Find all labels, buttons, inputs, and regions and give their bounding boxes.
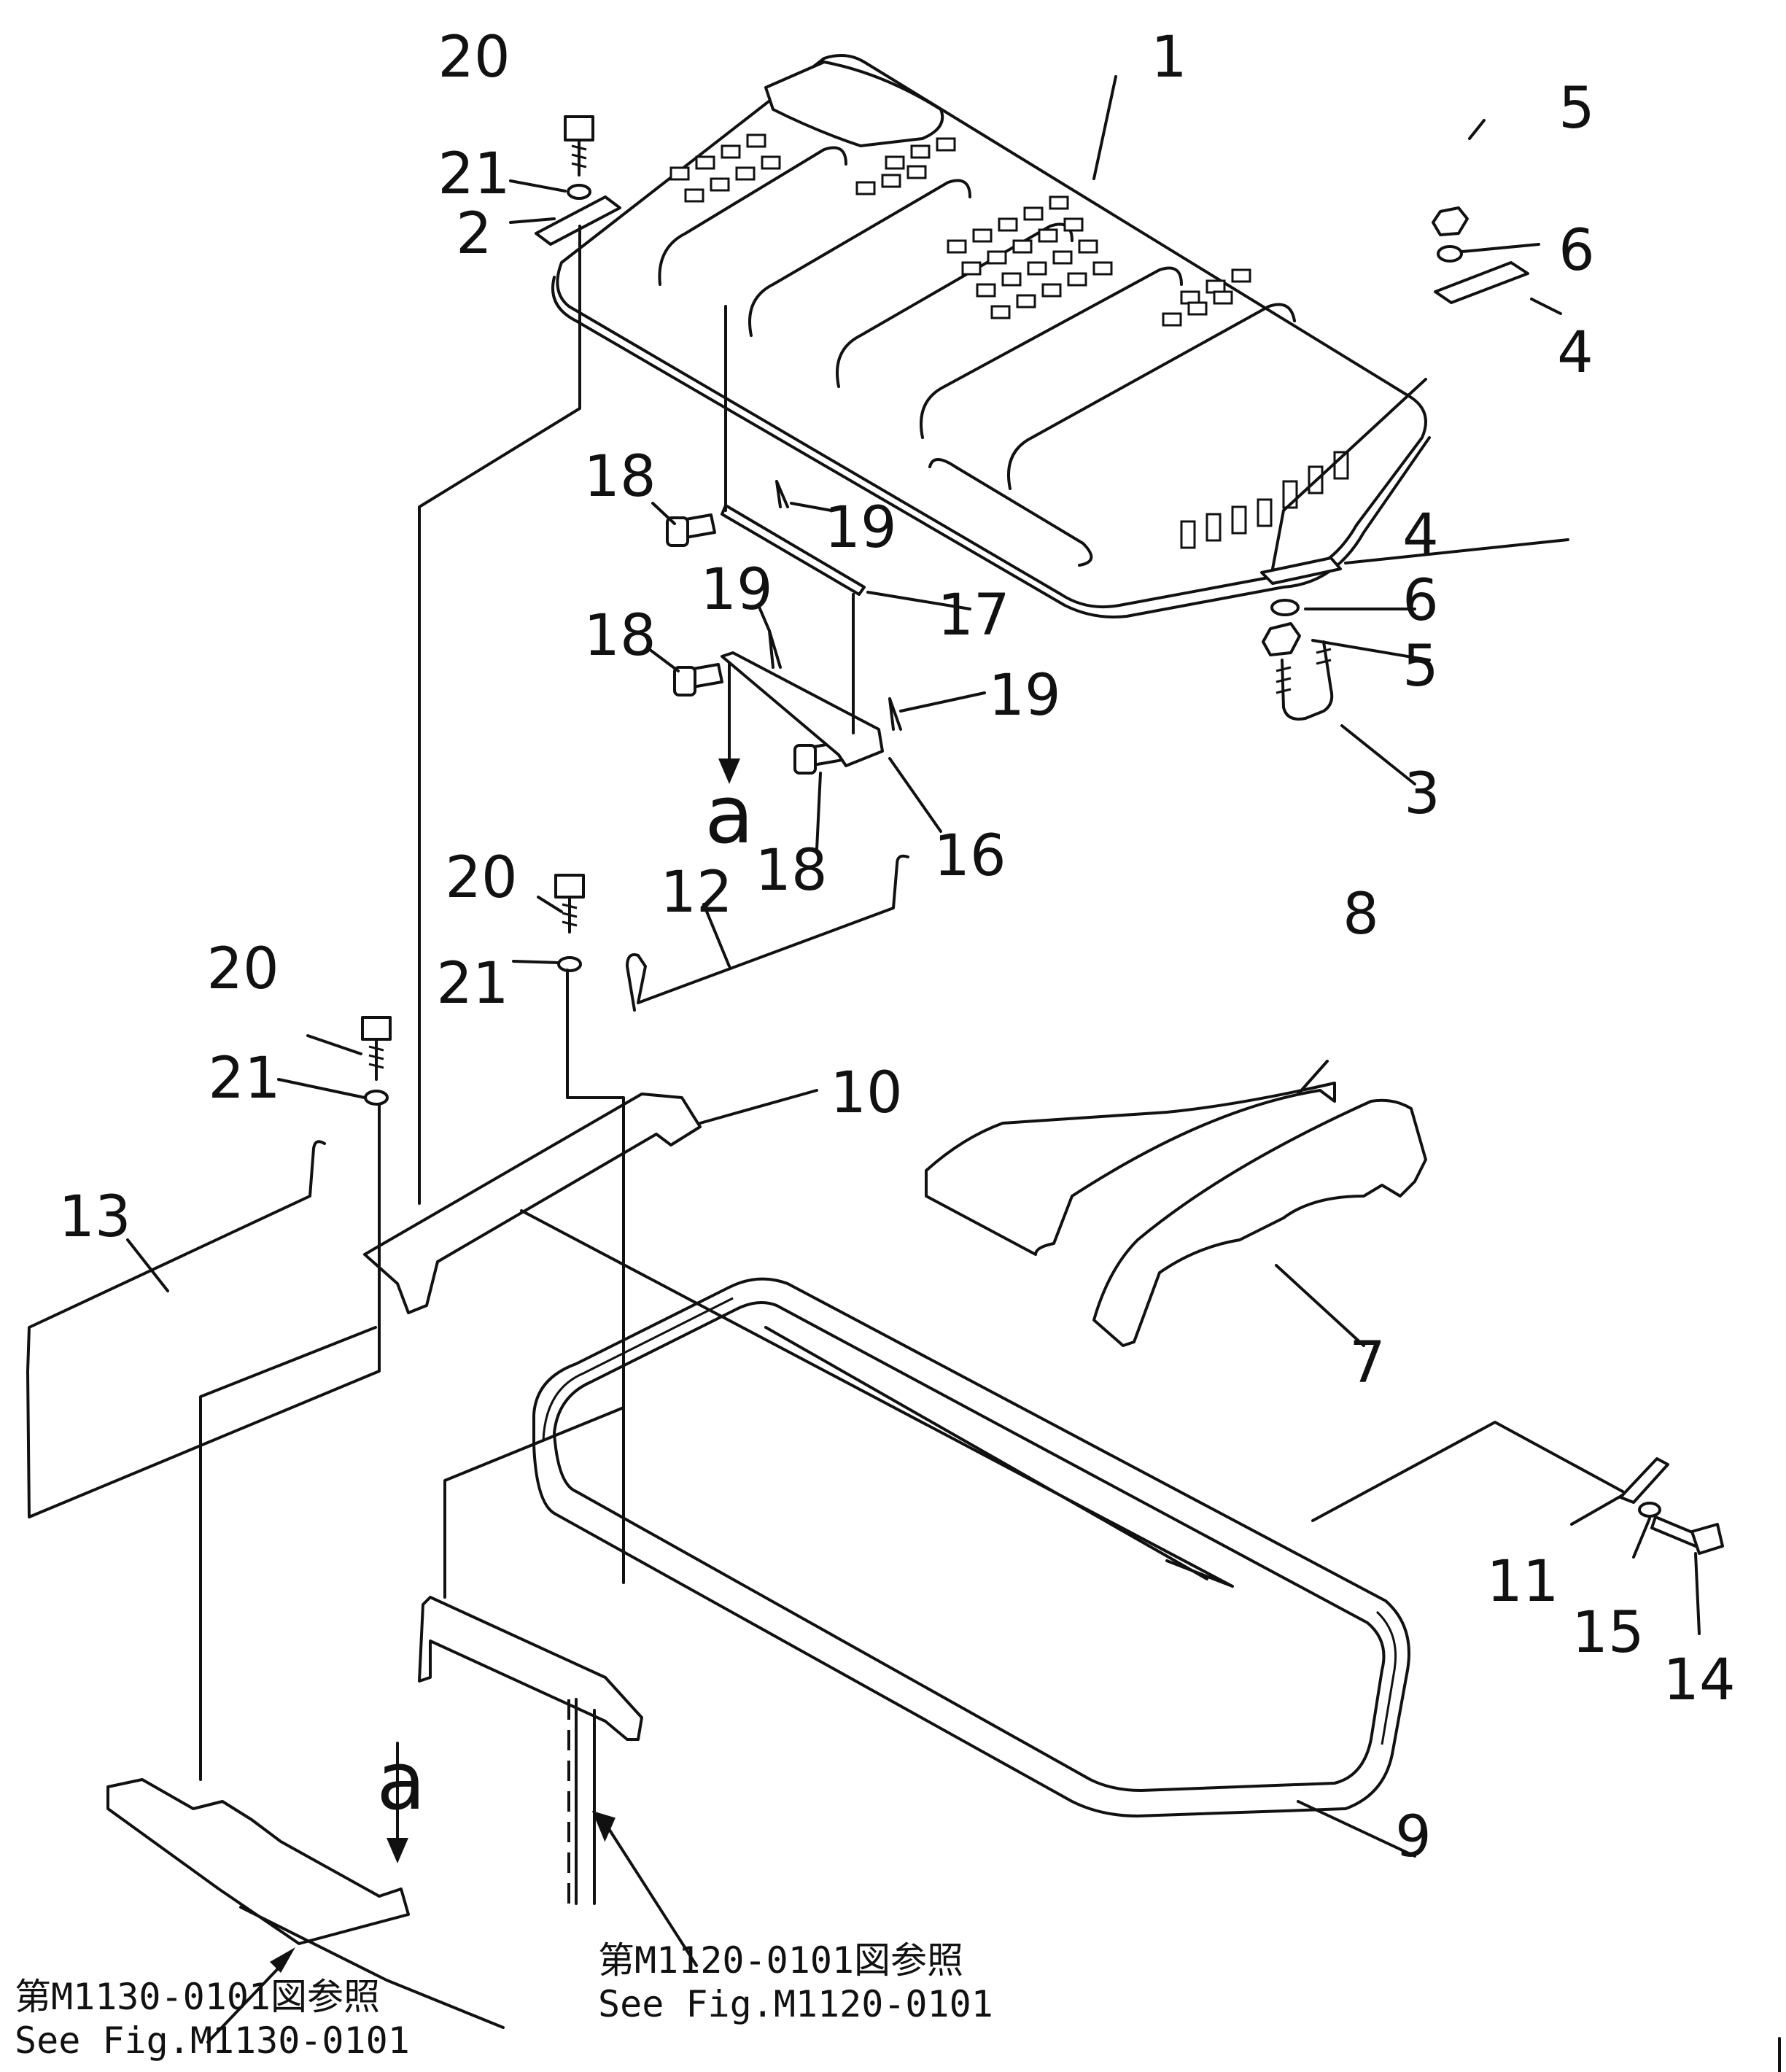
leader-lines [26,75,1701,1904]
callout-21-mid: 21 [436,951,508,1017]
callout-18-bottom: 18 [755,838,827,904]
callout-9: 9 [1395,1804,1432,1870]
callout-2: 2 [456,201,492,267]
callout-10: 10 [830,1060,902,1126]
callout-4-top: 4 [1557,320,1593,386]
callout-4-bottom: 4 [1402,503,1439,568]
callout-13: 13 [58,1184,131,1250]
callout-21-left: 21 [208,1046,280,1111]
callout-19-top: 19 [824,495,896,561]
callout-12: 12 [660,860,732,926]
callout-20-left: 20 [206,936,279,1002]
lower-frames [106,1596,643,2029]
seal-frame [532,1277,1410,1817]
hardware-parts [26,115,1724,1555]
callout-21-top: 21 [438,141,510,207]
callout-6-bottom: 6 [1402,568,1439,634]
view-arrows [206,662,740,2044]
callout-16: 16 [933,823,1006,889]
callout-15: 15 [1572,1600,1644,1666]
side-covers [925,1082,1427,1347]
view-tag-a-upper: a [704,768,753,861]
center-reference-en: See Fig.M1120-0101 [598,1983,993,2025]
callout-11: 11 [1486,1549,1558,1615]
callout-8: 8 [1343,882,1379,947]
center-reference-jp: 第M1120-0101図参照 [598,1939,963,1982]
figure-references: 第M1130-0101図参照 See Fig.M1130-0101 第M1120… [15,1939,993,2062]
callout-labels: 1 2 3 4 4 5 5 6 6 7 8 9 10 11 12 13 14 1… [58,25,1735,1870]
left-reference-en: See Fig.M1130-0101 [15,2019,410,2062]
engine-hood [535,54,1431,618]
callout-5-bottom: 5 [1402,634,1439,699]
left-reference-jp: 第M1130-0101図参照 [15,1976,380,2018]
callout-19-right: 19 [988,663,1060,729]
callout-17: 17 [937,583,1009,648]
callout-7: 7 [1349,1330,1386,1396]
callout-18-top: 18 [583,444,656,510]
callout-1: 1 [1151,25,1187,90]
callout-3: 3 [1404,761,1440,827]
callout-6-top: 6 [1558,218,1595,284]
callout-19-mid: 19 [700,557,772,623]
callout-5-top: 5 [1558,76,1595,141]
view-tag-a-lower: a [376,1734,425,1828]
callout-18-mid: 18 [583,603,656,669]
callout-14: 14 [1663,1648,1735,1713]
callout-20-mid: 20 [445,845,517,911]
callout-20-top: 20 [438,25,510,90]
